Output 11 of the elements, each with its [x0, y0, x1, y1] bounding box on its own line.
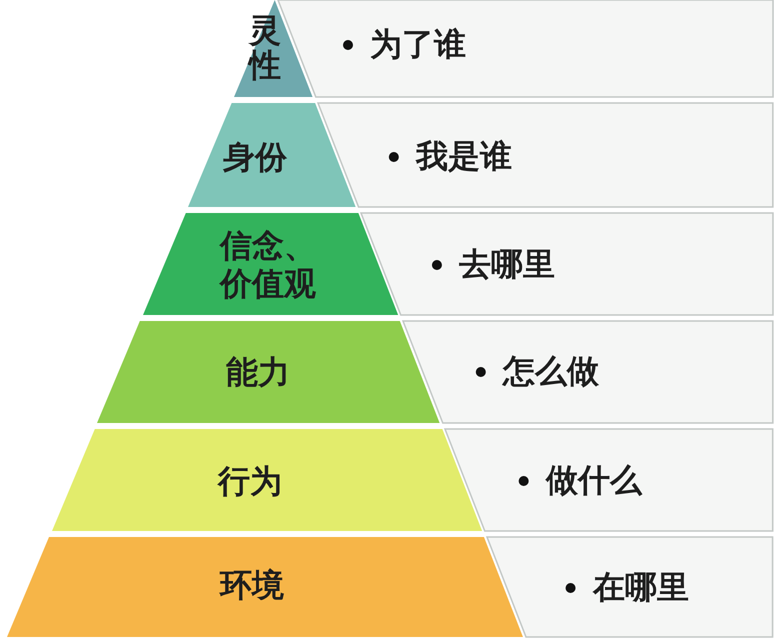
- tier-label: 身份: [222, 138, 287, 176]
- band-text: 去哪里: [458, 244, 555, 285]
- band-text: 在哪里: [592, 567, 689, 608]
- tier-label: 行为: [218, 462, 282, 500]
- band-text: 为了谁: [370, 24, 466, 65]
- band-text: 做什么: [546, 460, 642, 501]
- band-text: 我是谁: [416, 136, 512, 177]
- band-text: 怎么做: [502, 351, 599, 392]
- tier-label: 环境: [220, 566, 284, 604]
- tier-label: 能力: [226, 352, 290, 392]
- tier-label: 信念、价值观: [218, 226, 317, 304]
